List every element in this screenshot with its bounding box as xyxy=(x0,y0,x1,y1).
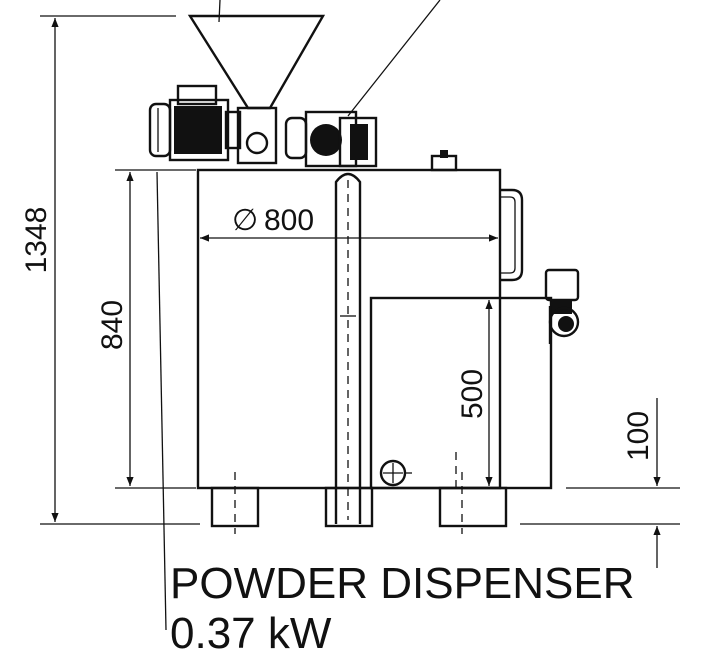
legs xyxy=(210,472,508,534)
feeder-wheel xyxy=(245,131,269,155)
vertical-pipe xyxy=(334,172,362,524)
left-motor xyxy=(148,84,242,162)
dimension-tank-height: 840 xyxy=(96,300,129,350)
side-valve xyxy=(544,268,580,344)
hopper-leader-line xyxy=(218,0,221,23)
hopper xyxy=(187,14,326,110)
dimension-leg-height: 100 xyxy=(622,411,655,461)
label-leader-line xyxy=(156,171,167,631)
dimension-box-height: 500 xyxy=(456,369,489,419)
tank-handle xyxy=(500,188,524,282)
label-power: 0.37 kW xyxy=(170,609,332,657)
dimension-overall-height: 1348 xyxy=(20,207,53,274)
label-title: POWDER DISPENSER xyxy=(170,559,635,608)
dimension-diameter: 800 xyxy=(264,204,314,237)
top-vent xyxy=(430,154,458,172)
diameter-symbol: ∅ xyxy=(232,204,258,237)
right-motor xyxy=(284,0,441,168)
hopper-neck xyxy=(236,106,278,165)
sight-glass xyxy=(379,459,412,487)
